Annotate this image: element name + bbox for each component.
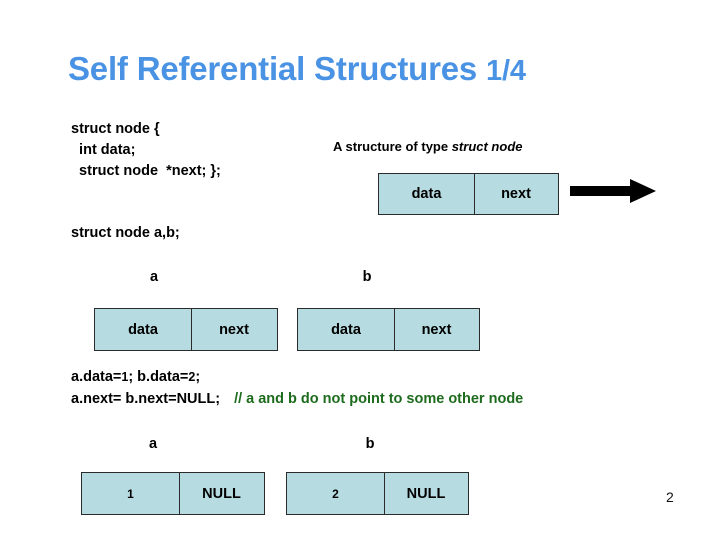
page-title: Self Referential Structures 1/4: [68, 50, 526, 88]
right-arrow-icon: [570, 178, 658, 204]
assignment-comment: // a and b do not point to some other no…: [234, 391, 524, 407]
value-a-label: a: [148, 436, 158, 452]
node-a-box: data next: [94, 308, 278, 351]
value-b-box: 2 NULL: [286, 472, 469, 515]
page-number: 2: [666, 489, 674, 505]
struct-type-caption: A structure of type struct node: [333, 139, 523, 154]
assignment-line-1-end: ;: [195, 369, 201, 385]
assignment-line-2-text: a.next= b.next=NULL;: [71, 391, 221, 407]
node-b-label: b: [362, 269, 372, 285]
assignment-code: a.data=1; b.data=2; a.next= b.next=NULL;…: [71, 366, 523, 410]
struct-type-box: data next: [378, 173, 559, 215]
struct-type-box-next-cell: next: [474, 174, 557, 214]
assignment-line-1: a.data=1; b.data=2;: [71, 366, 523, 388]
variable-declaration-code: struct node a,b;: [71, 225, 180, 241]
value-b-data-cell: 2: [332, 486, 339, 501]
value-a-data-cell: 1: [127, 486, 134, 501]
assignment-line-1-prefix: a.data=: [71, 369, 122, 385]
struct-definition-code: struct node { int data; struct node *nex…: [71, 121, 221, 179]
page-title-text: Self Referential Structures: [68, 50, 487, 87]
struct-type-box-data-cell: data: [411, 186, 442, 202]
value-b-next-cell: NULL: [384, 473, 467, 514]
node-b-box: data next: [297, 308, 480, 351]
caption-type-name: struct node: [451, 139, 523, 154]
caption-prefix: A structure of type: [333, 139, 452, 154]
assignment-line-1-separator: ; b.data=: [128, 369, 189, 385]
node-b-data-cell: data: [331, 321, 361, 338]
assignment-line-1-value-a: 1: [121, 370, 129, 384]
assignment-line-2: a.next= b.next=NULL; // a and b do not po…: [71, 388, 523, 410]
value-a-box: 1 NULL: [81, 472, 265, 515]
node-a-label: a: [149, 269, 159, 285]
value-b-label: b: [365, 436, 375, 452]
assignment-line-1-value-b: 2: [188, 370, 196, 384]
node-b-next-cell: next: [394, 309, 478, 350]
node-a-data-cell: data: [128, 321, 158, 338]
page-title-fraction: 1/4: [486, 55, 526, 87]
value-a-next-cell: NULL: [179, 473, 263, 514]
node-a-next-cell: next: [191, 309, 276, 350]
